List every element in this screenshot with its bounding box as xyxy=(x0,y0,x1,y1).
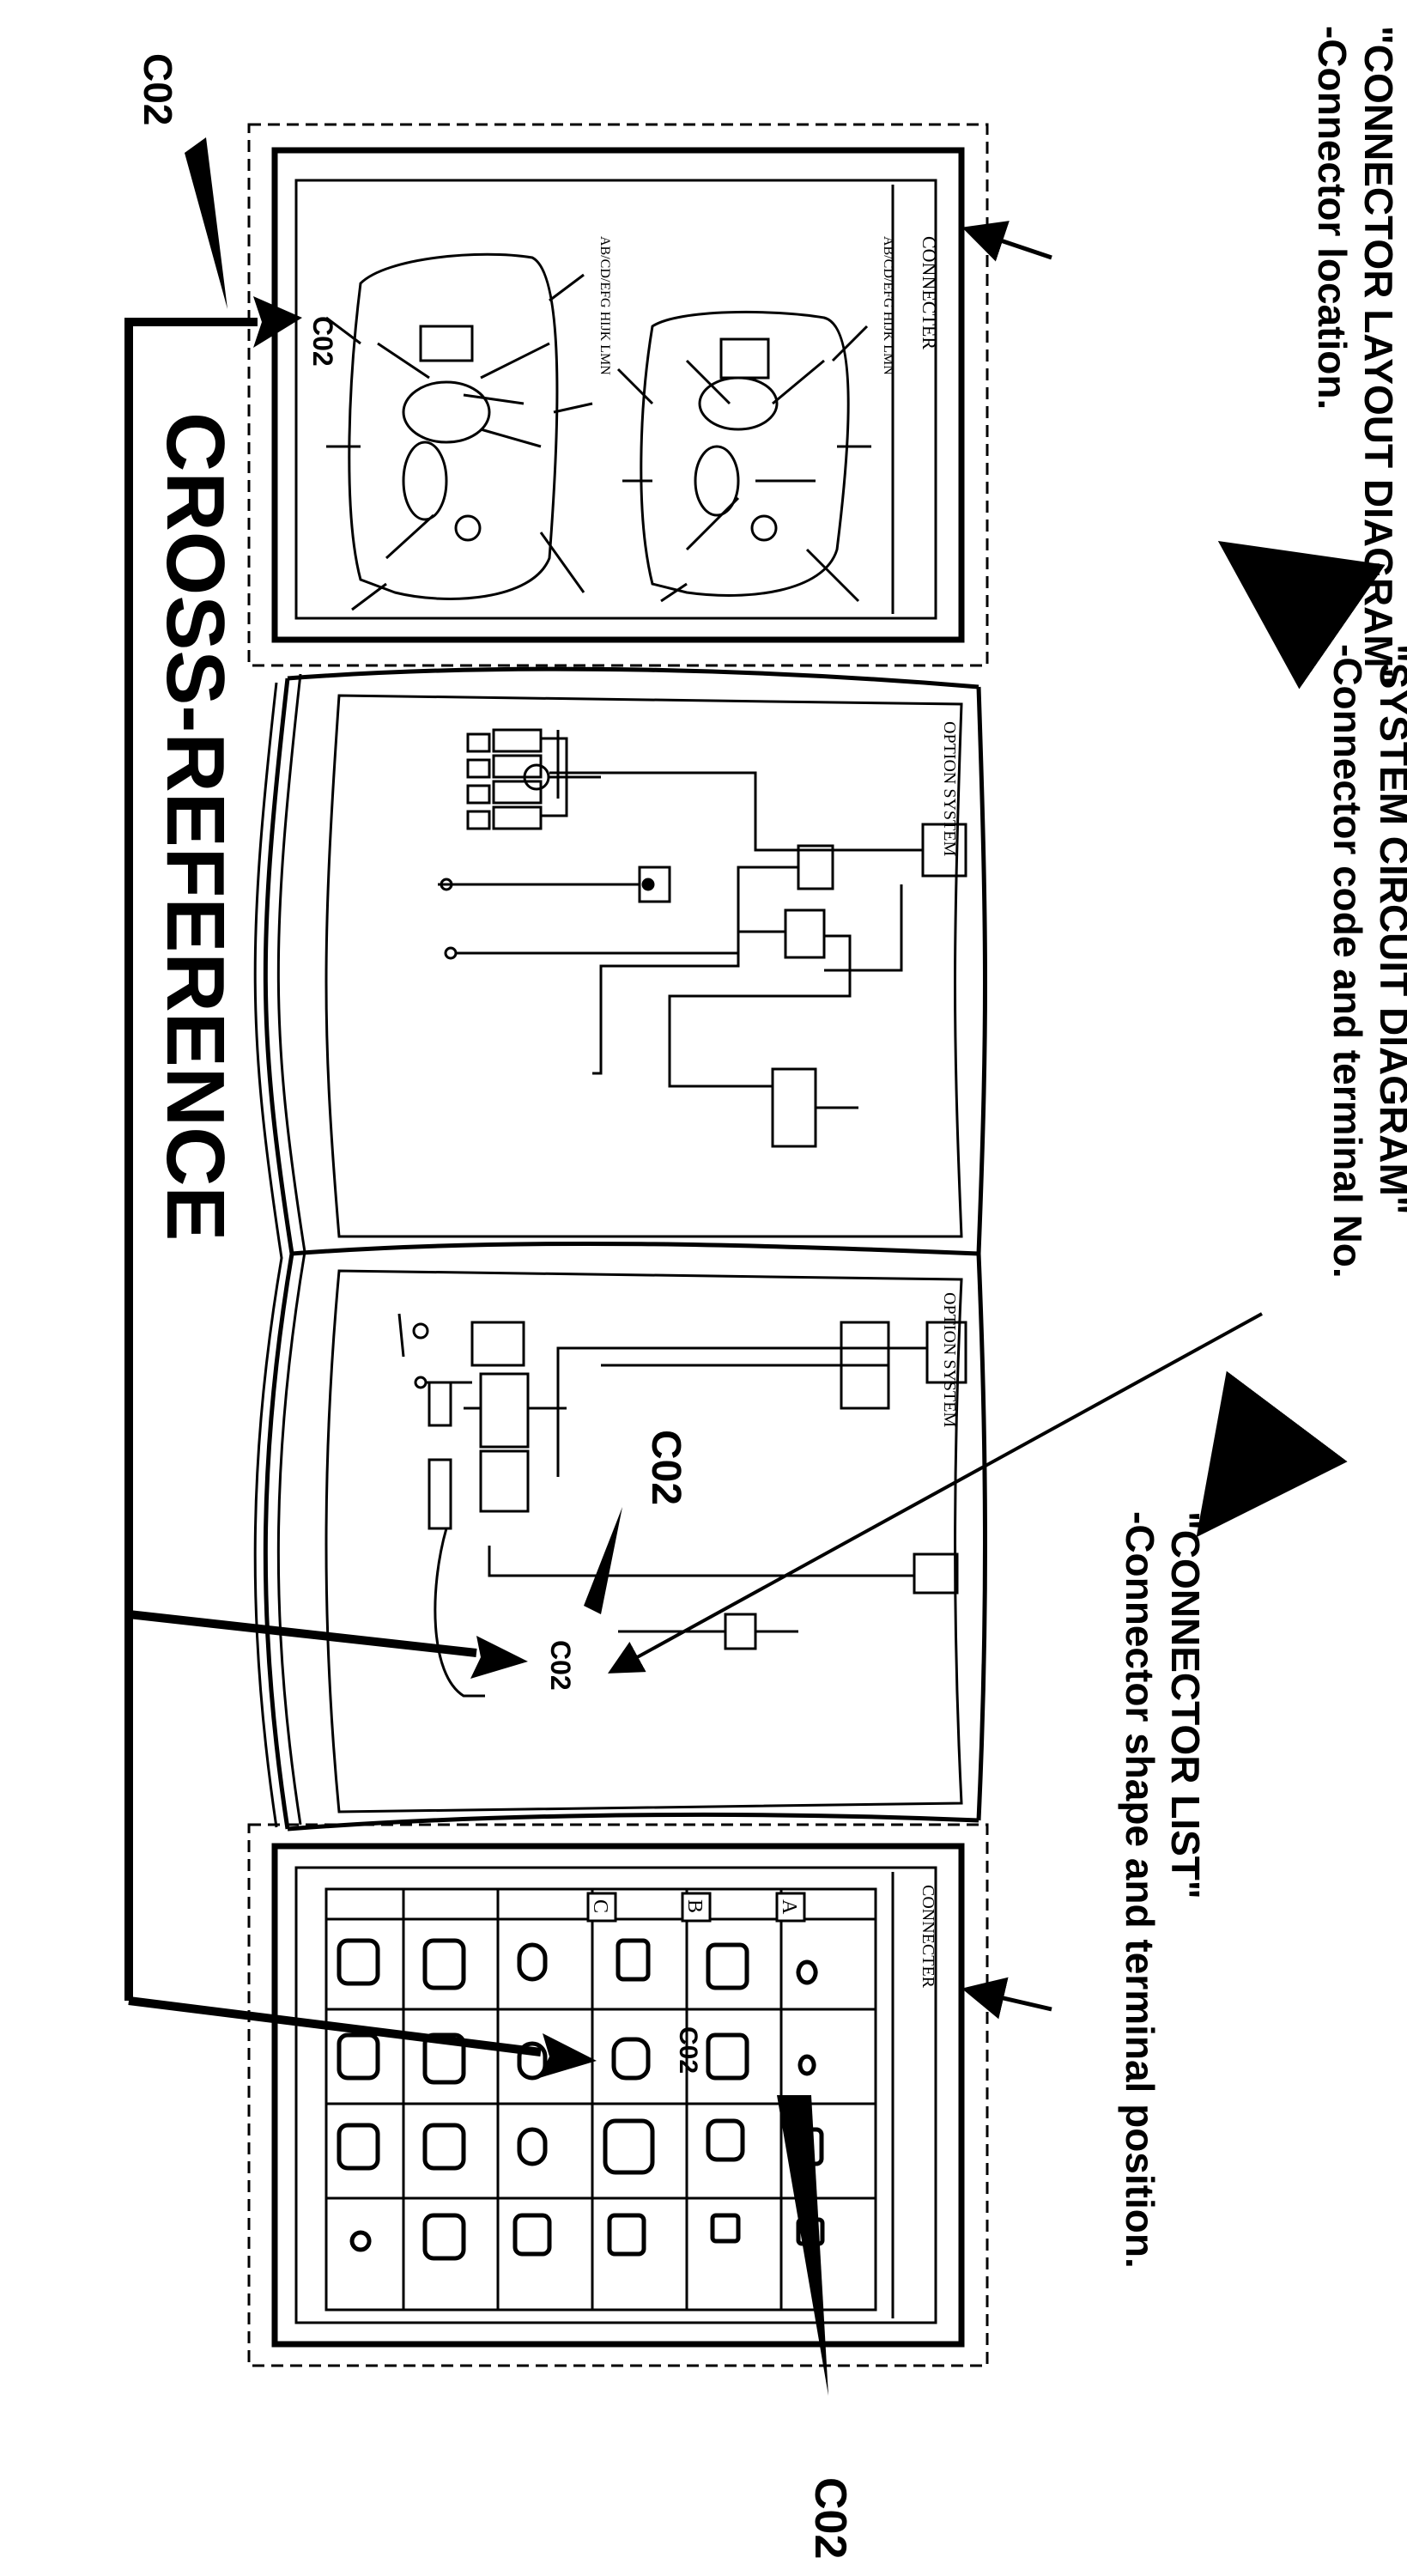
connector-list-subtitle: -Connector shape and terminal position. xyxy=(1118,1511,1162,2269)
layout-page-dashed-frame xyxy=(247,123,989,667)
list-page-dashed-frame xyxy=(247,1823,989,2367)
circuit-callout-arrow xyxy=(607,1312,1263,1674)
layout-page-subheader-2: AB/CD/EFG HIJK LMN xyxy=(597,236,612,375)
list-page-sheet xyxy=(271,1843,965,2348)
cross-ref-line-list xyxy=(128,1996,542,2057)
arrow-to-list-callout xyxy=(1196,1370,1348,1538)
cross-reference-lines xyxy=(124,318,542,2057)
list-column-a: A xyxy=(778,1899,800,1915)
circuit-c02-wedge xyxy=(584,1507,622,1614)
list-column-b: B xyxy=(683,1899,706,1913)
circuit-page-1-header: OPTION SYSTEM xyxy=(940,721,959,856)
list-page-header: CONNECTER xyxy=(919,1885,937,1989)
connector-list-callout: "CONNECTOR LIST" -Connector shape and te… xyxy=(1118,1511,1208,2269)
layout-page-header: CONNECTER xyxy=(919,236,940,349)
circuit-page-2 xyxy=(324,1269,963,1814)
list-column-c: C xyxy=(589,1899,611,1913)
circuit-diagram-subtitle: -Connector code and terminal No. xyxy=(1325,644,1370,1279)
callout-arrows xyxy=(961,221,1386,2020)
layout-page-sheet xyxy=(271,147,965,643)
bottom-c02-wedge xyxy=(777,2095,828,2396)
layout-page-inner-border xyxy=(294,179,937,620)
circuit-diagram-book: OPTION SYSTEM OPTION SYSTEM xyxy=(253,666,987,1832)
arrow-to-layout-page xyxy=(961,221,1052,262)
layout-page-c02-code: C02 xyxy=(307,316,338,367)
arrow-to-list-page xyxy=(961,1977,1052,2020)
circuit-page-2-wiring xyxy=(397,1313,967,1698)
cross-ref-line-main xyxy=(124,318,258,2001)
list-page-c02-code: C02 xyxy=(674,2026,702,2074)
connector-list-title: "CONNECTOR LIST" xyxy=(1163,1511,1208,1899)
circuit-diagram-title: "SYSTEM CIRCUIT DIAGRAM" xyxy=(1372,644,1407,1215)
cross-ref-line-circuit xyxy=(128,1610,477,1657)
cross-reference-arrowheads xyxy=(253,296,597,2078)
list-column-markers: A B C xyxy=(586,1892,806,1923)
layout-page-subheader: AB/CD/EFG HIJK LMN xyxy=(881,236,895,375)
circuit-page-1-wiring xyxy=(438,728,967,1148)
layout-car-sketch-lower xyxy=(325,252,593,611)
circuit-c02-small: C02 xyxy=(545,1640,576,1691)
cross-reference-label: CROSS-REFERENCE xyxy=(149,412,241,1241)
circuit-page-2-header: OPTION SYSTEM xyxy=(940,1292,959,1427)
bottom-c02-code: C02 xyxy=(805,2477,855,2559)
layout-diagram-page: CONNECTER AB/CD/EFG HIJK LMN AB/CD/EFG H… xyxy=(247,123,989,667)
top-c02-wedge xyxy=(185,137,227,309)
arrow-to-layout-callout xyxy=(1217,540,1386,690)
layout-diagram-subtitle: -Connector location. xyxy=(1310,26,1355,410)
top-c02-code: C02 xyxy=(136,53,180,125)
list-page-inner-border xyxy=(294,1866,937,2324)
layout-diagram-callout: "CONNECTOR LAYOUT DIAGRAM" -Connector lo… xyxy=(1310,26,1401,686)
connector-list-page: CONNECTER A B C xyxy=(247,1823,989,2367)
layout-car-sketch-upper xyxy=(616,310,871,603)
circuit-c02-large: C02 xyxy=(643,1430,688,1505)
layout-diagram-title: "CONNECTOR LAYOUT DIAGRAM" xyxy=(1356,26,1401,686)
circuit-diagram-callout: "SYSTEM CIRCUIT DIAGRAM" -Connector code… xyxy=(1325,644,1407,1279)
